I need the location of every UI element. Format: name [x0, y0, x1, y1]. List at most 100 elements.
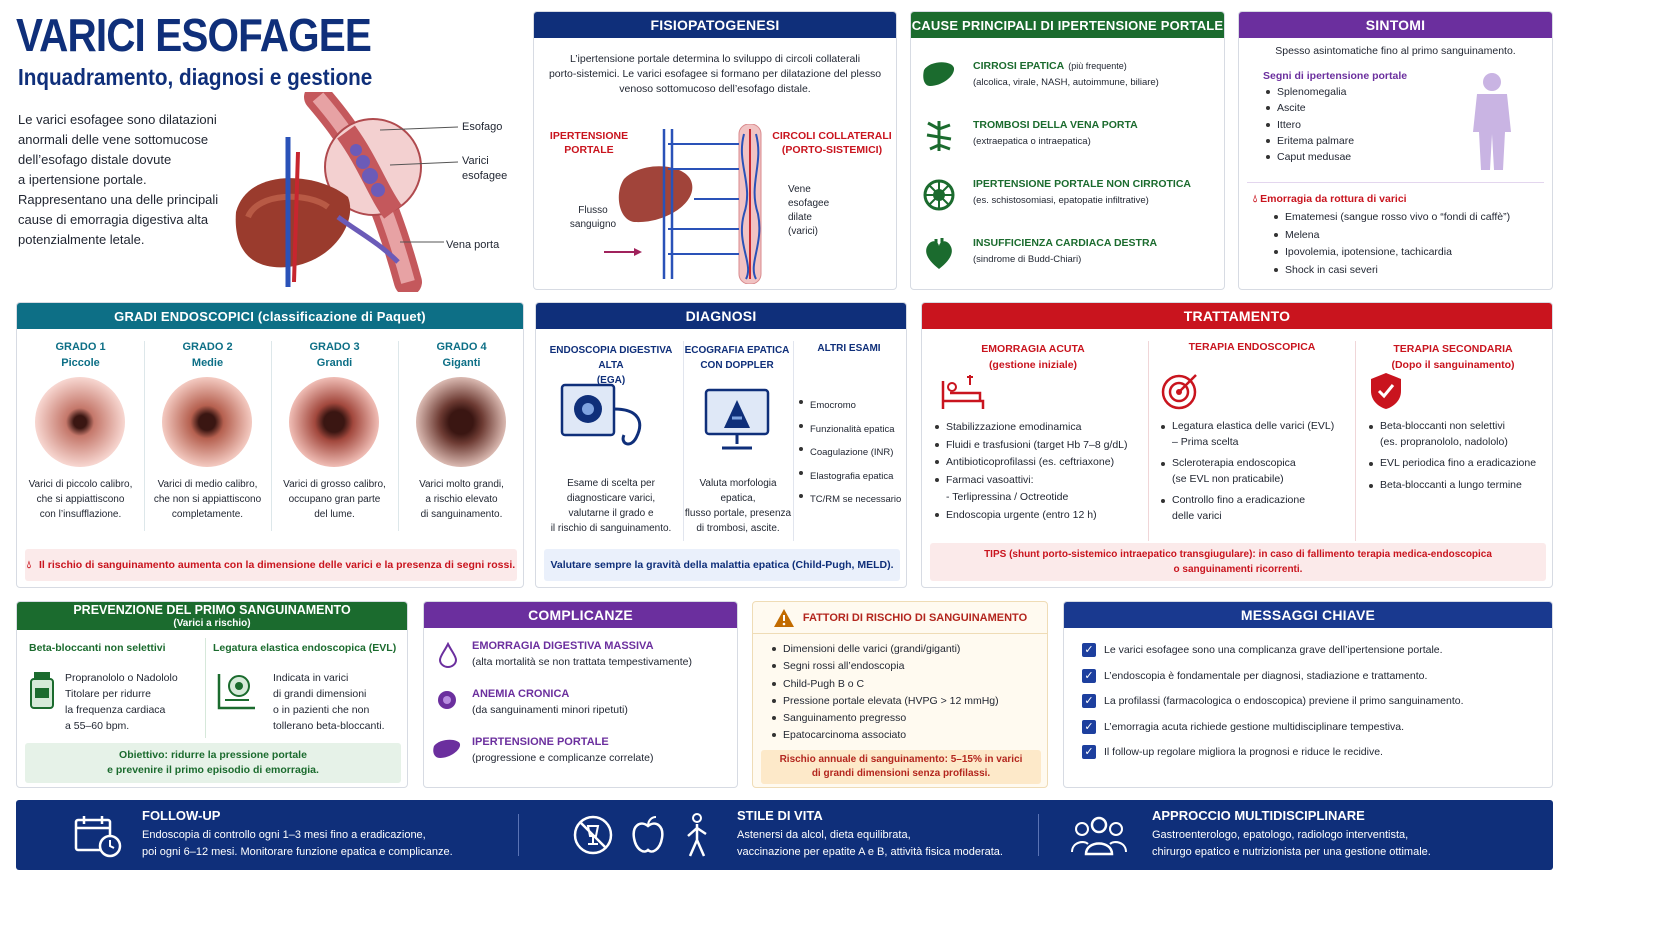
complicanze-card: COMPLICANZE EMORRAGIA DIGESTIVA MASSIVA (…: [423, 601, 738, 788]
body-silhouette-icon: [1473, 73, 1511, 170]
target-icon: [1161, 374, 1197, 410]
emorragia-item: Ipovolemia, ipotensione, tachicardia: [1273, 244, 1510, 262]
heart-icon: [921, 237, 957, 276]
emorragia-item: Ematemesi (sangue rosso vivo o “fondi di…: [1273, 209, 1510, 227]
altro-esame-item: TC/RM se necessario: [798, 488, 901, 512]
calendar-clock-icon: [74, 816, 122, 858]
blood-drop-icon: [438, 642, 458, 668]
cause-desc: (es. schistosomiasi, epatopatie infiltra…: [973, 195, 1149, 206]
terapia-secondaria-list: Beta-bloccanti non selettivi(es. propran…: [1368, 419, 1552, 499]
liver-icon: [921, 60, 957, 99]
multidisciplinare-title: APPROCCIO MULTIDISCIPLINARE: [1152, 808, 1365, 823]
footer-bar: FOLLOW-UP Endoscopia di controllo ogni 1…: [16, 800, 1553, 870]
segni-title: Segni di ipertensione portale: [1263, 70, 1408, 82]
shield-check-icon: [1371, 373, 1401, 409]
terapia-endoscopica-item: Scleroterapia endoscopica(se EVL non pra…: [1160, 456, 1356, 487]
gradi-note: 💧︎Il rischio di sanguinamento aumenta co…: [25, 549, 517, 581]
messaggio-item: ✓La profilassi (farmacologica o endoscop…: [1082, 689, 1552, 715]
fisiopatogenesi-card: FISIOPATOGENESI L’ipertensione portale d…: [533, 11, 897, 290]
sintomi-divider: [1247, 182, 1544, 183]
endoscopy-image: [289, 377, 379, 467]
complicanza-desc: (da sanguinamenti minori ripetuti): [472, 704, 628, 716]
rischio-item: Child-Pugh B o C: [771, 676, 999, 693]
cause-name: TROMBOSI DELLA VENA PORTA: [973, 119, 1138, 131]
no-alcohol-icon: [573, 815, 613, 855]
label-esofago: Esofago: [462, 121, 503, 133]
cause-item: IPERTENSIONE PORTALE NON CIRROTICA (es. s…: [921, 174, 1221, 218]
stile-vita-title: STILE DI VITA: [737, 808, 823, 823]
cause-card: CAUSE PRINCIPALI DI IPERTENSIONE PORTALE…: [910, 11, 1225, 290]
hero-leader-lines: [380, 126, 459, 243]
hospital-bed-icon: [941, 375, 985, 409]
terapia-endoscopica-item: Legatura elastica delle varici (EVL)– Pr…: [1160, 419, 1356, 450]
emorragia-acuta-item: Fluidi e trasfusioni (target Hb 7–8 g/dL…: [934, 437, 1148, 455]
blood-drop-icon: 💧︎: [26, 558, 32, 571]
altro-esame-item: Coagulazione (INR): [798, 441, 901, 465]
complicanza-title: IPERTENSIONE PORTALE: [472, 736, 609, 748]
rischio-item: Dimensioni delle varici (grandi/giganti): [771, 641, 999, 658]
complicanza-title: EMORRAGIA DIGESTIVA MASSIVA: [472, 640, 654, 652]
vein-icon: [921, 119, 957, 158]
rischio-note: Rischio annuale di sanguinamento: 5–15% …: [761, 750, 1041, 784]
emorragia-acuta-item: Endoscopia urgente (entro 12 h): [934, 507, 1148, 525]
diagnosi-note: Valutare sempre la gravità della malatti…: [544, 549, 900, 581]
messaggi-list: ✓Le varici esofagee sono una complicanza…: [1064, 628, 1552, 766]
cause-desc: (sindrome di Budd-Chiari): [973, 254, 1082, 265]
rischio-list: Dimensioni delle varici (grandi/giganti)…: [771, 641, 999, 745]
stile-vita-text: Astenersi da alcol, dieta equilibrata,va…: [737, 829, 1003, 858]
page-title: VARICI ESOFAGEE: [16, 9, 372, 61]
rischio-item: Pressione portale elevata (HVPG > 12 mmH…: [771, 693, 999, 710]
prevenzione-header: PREVENZIONE DEL PRIMO SANGUINAMENTO(Vari…: [17, 602, 407, 630]
trattamento-header: TRATTAMENTO: [922, 303, 1552, 329]
endoscope-icon: [560, 383, 642, 446]
complicanza-desc: (alta mortalità se non trattata tempesti…: [472, 656, 693, 668]
grado-label: GRADO 2: [182, 341, 233, 353]
team-icon: [1071, 816, 1127, 856]
doppler-desc: Valuta morfologia epatica,flusso portale…: [684, 478, 792, 534]
sintomi-card: SINTOMI Spesso asintomatiche fino al pri…: [1238, 11, 1553, 290]
sintomi-intro: Spesso asintomatiche fino al primo sangu…: [1275, 45, 1516, 57]
messaggio-item: ✓L’emorragia acuta richiede gestione mul…: [1082, 715, 1552, 741]
altro-esame-item: Emocromo: [798, 394, 901, 418]
segno-item: Ascite: [1265, 100, 1354, 116]
ega-title: ENDOSCOPIA DIGESTIVA ALTA(EGA): [549, 345, 673, 386]
grado-label: GRADO 4: [436, 341, 487, 353]
cause-header: CAUSE PRINCIPALI DI IPERTENSIONE PORTALE: [911, 12, 1224, 38]
emorragia-acuta-item: Stabilizzazione emodinamica: [934, 419, 1148, 437]
checkbox-icon: ✓: [1082, 643, 1096, 658]
cause-name: CIRROSI EPATICA(più frequente): [973, 60, 1127, 72]
terapia-secondaria-item: Beta-bloccanti a lungo termine: [1368, 478, 1552, 494]
esophagus-liver-illustration: [235, 92, 422, 292]
ultrasound-monitor-icon: [704, 388, 770, 450]
warning-icon: [773, 608, 794, 627]
emorragia-list: Ematemesi (sangue rosso vivo o “fondi di…: [1273, 209, 1510, 279]
altro-esame-item: Funzionalità epatica: [798, 418, 901, 442]
rischio-item: Epatocarcinoma associato: [771, 727, 999, 744]
cause-item: TROMBOSI DELLA VENA PORTA(extraepatica o…: [921, 115, 1221, 159]
sintomi-header: SINTOMI: [1239, 12, 1552, 38]
grado-size: Piccole: [61, 357, 100, 369]
rischio-item: Segni rossi all’endoscopia: [771, 658, 999, 675]
complicanze-header: COMPLICANZE: [424, 602, 737, 628]
fisiopatogenesi-text: L’ipertensione portale determina lo svil…: [548, 53, 882, 95]
label-circoli-collaterali: CIRCOLI COLLATERALI(PORTO-SISTEMICI): [772, 130, 892, 156]
diagnosi-card: DIAGNOSI ENDOSCOPIA DIGESTIVA ALTA(EGA) …: [535, 302, 907, 588]
cause-name: IPERTENSIONE PORTALE NON CIRROTICA: [973, 178, 1191, 190]
followup-title: FOLLOW-UP: [142, 808, 221, 823]
emorragia-acuta-item: Antibioticoprofilassi (es. ceftriaxone): [934, 454, 1148, 472]
gradi-header: GRADI ENDOSCOPICI (classificazione di Pa…: [17, 303, 523, 329]
beta-bloccanti-title: Beta-bloccanti non selettivi: [29, 642, 166, 654]
emorragia-acuta-title: EMORRAGIA ACUTA(gestione iniziale): [981, 343, 1085, 371]
segno-item: Ittero: [1265, 117, 1354, 133]
complicanza-desc: (progressione e complicanze correlate): [472, 752, 654, 764]
